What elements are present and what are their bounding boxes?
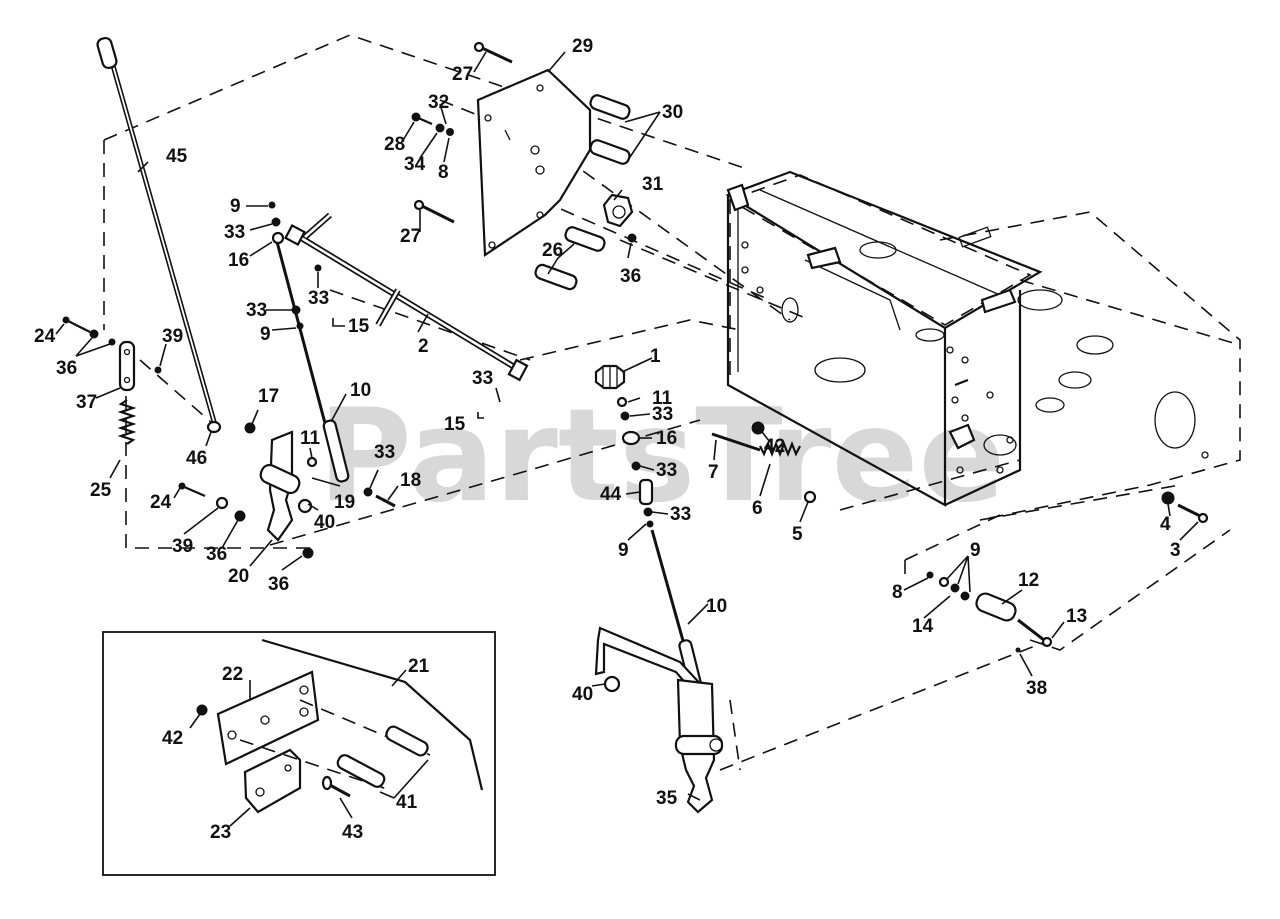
callout-33: 33 [224,222,245,243]
callout-10: 10 [706,596,727,617]
callout-27: 27 [452,64,473,85]
callout-36: 36 [620,266,641,287]
callout-20: 20 [228,566,249,587]
callout-15: 15 [444,414,466,435]
callout-11: 11 [300,428,321,449]
callout-13: 13 [1066,606,1087,627]
lever-rod [96,36,222,434]
callout-17: 17 [258,386,279,407]
callout-23: 23 [210,822,231,843]
callout-16: 16 [656,428,677,449]
callout-37: 37 [76,392,97,413]
callout-40: 40 [572,684,593,705]
callout-5: 5 [792,524,803,545]
callout-1: 1 [650,346,661,367]
callout-4: 4 [1160,514,1171,535]
link-rod-left [268,201,350,483]
watermark: PartsTree [318,382,1005,531]
callout-24: 24 [150,492,172,513]
callout-labels: 29 27 30 32 28 34 8 31 27 26 36 45 9 33 … [34,36,1181,843]
callout-38: 38 [1026,678,1047,699]
callout-33: 33 [472,368,493,389]
callout-29: 29 [572,36,593,57]
callout-9: 9 [618,540,629,561]
callout-21: 21 [408,656,430,677]
callout-36: 36 [56,358,77,379]
callout-33: 33 [656,460,677,481]
callout-40: 40 [314,512,335,533]
callout-34: 34 [404,154,426,175]
pivot-bracket [602,193,634,228]
callout-6: 6 [752,498,763,519]
spring-assembly [62,316,162,445]
callout-8: 8 [438,162,449,183]
leader-lines [55,51,1199,827]
callout-41: 41 [396,792,418,813]
control-bracket [594,626,724,814]
callout-24: 24 [34,326,56,347]
callout-45: 45 [166,146,188,167]
callout-28: 28 [384,134,405,155]
callout-10: 10 [350,380,371,401]
callout-3: 3 [1170,540,1181,561]
callout-42: 42 [764,436,785,457]
bolts [413,41,513,224]
callout-9: 9 [260,324,271,345]
callout-33: 33 [246,300,267,321]
callout-18: 18 [400,470,421,491]
callout-33: 33 [374,442,395,463]
callout-9: 9 [230,196,241,217]
callout-11: 11 [652,388,673,409]
callout-19: 19 [334,492,355,513]
assembly-outline [103,34,1231,771]
spacers [534,94,631,291]
callout-42: 42 [162,728,183,749]
callout-7: 7 [708,462,719,483]
callout-27: 27 [400,226,421,247]
callout-31: 31 [642,174,664,195]
small-hardware [411,112,637,243]
pivot-pin-assembly [926,491,1209,653]
callout-46: 46 [186,448,207,469]
tension-spring [711,421,817,504]
callout-8: 8 [892,582,903,603]
callout-33: 33 [308,288,329,309]
mounting-plate [476,68,592,257]
callout-15: 15 [348,316,370,337]
callout-44: 44 [600,484,622,505]
callout-25: 25 [90,480,112,501]
callout-2: 2 [418,336,429,357]
callout-22: 22 [222,664,243,685]
callout-12: 12 [1018,570,1039,591]
callout-33: 33 [670,504,691,525]
callout-16: 16 [228,250,249,271]
tractor-frame [725,170,1241,521]
callout-39: 39 [172,536,193,557]
callout-36: 36 [268,574,289,595]
callout-39: 39 [162,326,183,347]
callout-32: 32 [428,92,449,113]
callout-30: 30 [662,102,683,123]
knob-assembly [594,364,702,689]
callout-35: 35 [656,788,678,809]
callout-9: 9 [970,540,981,561]
lower-bracket [178,422,396,559]
cross-shaft [284,212,529,382]
callout-43: 43 [342,822,363,843]
inset-detail [102,631,496,876]
callout-26: 26 [542,240,563,261]
callout-36: 36 [206,544,227,565]
callout-33: 33 [652,404,673,425]
callout-14: 14 [912,616,934,637]
